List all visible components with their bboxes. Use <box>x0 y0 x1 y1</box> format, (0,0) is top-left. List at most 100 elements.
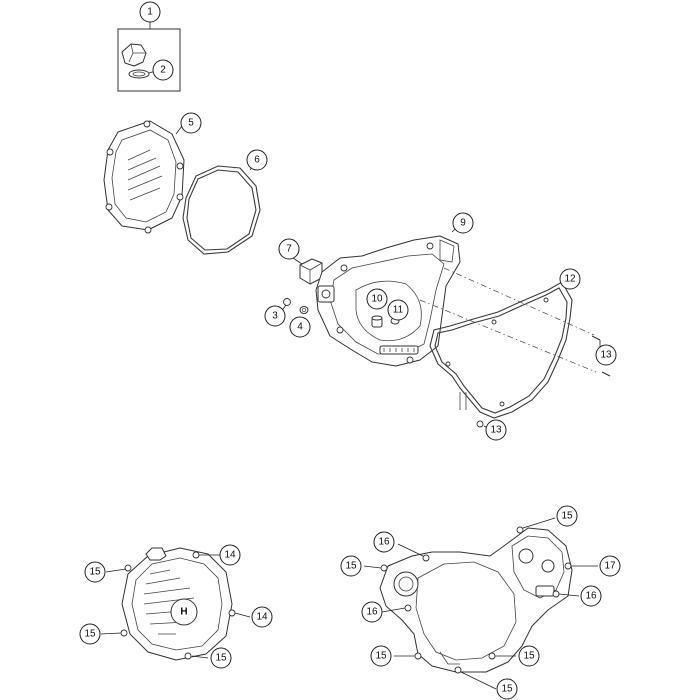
callout-c13b: 13 <box>485 419 507 441</box>
callout-circle <box>84 561 106 583</box>
washer-part-4 <box>299 306 309 314</box>
callout-number: 11 <box>393 305 404 316</box>
callout-number: 5 <box>188 118 194 129</box>
callout-c3: 3 <box>264 305 286 327</box>
callout-circle <box>595 344 617 366</box>
inner-cover-gasket-part <box>429 279 573 419</box>
callout-circle <box>485 419 507 441</box>
callout-circle <box>210 647 232 669</box>
callout-c15d: 15 <box>340 555 362 577</box>
callout-circle <box>180 112 202 134</box>
callout-number: 16 <box>378 537 390 548</box>
callout-number: 17 <box>604 561 616 572</box>
outer-clutch-cover-part <box>103 120 185 234</box>
callout-circle <box>452 212 474 234</box>
callout-circle <box>219 544 241 566</box>
callout-c7: 7 <box>278 238 300 260</box>
callout-c4: 4 <box>289 316 311 338</box>
clutch-cover-gasket-part <box>182 160 261 255</box>
leader-lines <box>100 517 598 690</box>
callout-circle <box>496 678 518 700</box>
callout-c16c: 16 <box>580 585 602 607</box>
callout-circle <box>340 555 362 577</box>
callout-c13a: 13 <box>595 344 617 366</box>
callout-circle <box>246 149 268 171</box>
assembled-clutch-cover: H <box>120 547 236 661</box>
callout-c14a: 14 <box>219 544 241 566</box>
callout-number: 3 <box>272 311 278 322</box>
callout-number: 15 <box>523 651 535 662</box>
callout-c5: 5 <box>180 112 202 134</box>
callout-number: 1 <box>147 7 153 18</box>
callout-number: 15 <box>501 684 513 695</box>
callout-number: 4 <box>297 322 303 333</box>
assembled-engine-case <box>379 526 573 674</box>
plug-part-10 <box>371 315 383 328</box>
inner-clutch-cover-part <box>315 225 461 367</box>
kit-frame <box>117 28 181 92</box>
screw-part-13-b <box>601 371 611 377</box>
callout-circle <box>387 299 409 321</box>
callout-c15f: 15 <box>518 645 540 667</box>
callout-c15c: 15 <box>210 647 232 669</box>
callout-c12: 12 <box>559 268 581 290</box>
callout-circle <box>559 268 581 290</box>
callout-circle <box>251 606 273 628</box>
callout-circle <box>366 288 388 310</box>
callout-c15g: 15 <box>496 678 518 700</box>
callout-circle <box>79 623 101 645</box>
callout-circle <box>139 1 161 23</box>
housing-part-7 <box>289 255 323 285</box>
callout-number: 13 <box>490 425 502 436</box>
callout-number: 15 <box>561 511 573 522</box>
callout-c2: 2 <box>152 59 174 81</box>
callout-c15a: 15 <box>84 561 106 583</box>
callout-number: 15 <box>345 561 357 572</box>
callout-c9: 9 <box>452 212 474 234</box>
callout-c10: 10 <box>366 288 388 310</box>
callout-number: 15 <box>215 653 227 664</box>
callout-c11: 11 <box>387 299 409 321</box>
callout-circle <box>518 645 540 667</box>
o-ring-part <box>128 69 150 79</box>
callout-number: 2 <box>160 65 166 76</box>
callout-circle <box>278 238 300 260</box>
callout-c16a: 16 <box>373 531 395 553</box>
callout-c15b: 15 <box>79 623 101 645</box>
callout-c6: 6 <box>246 149 268 171</box>
callout-number: 16 <box>585 591 597 602</box>
callout-number: 15 <box>84 629 96 640</box>
callout-number: 14 <box>224 550 236 561</box>
callout-number: 16 <box>366 607 378 618</box>
callout-circle <box>264 305 286 327</box>
filler-plug-part <box>121 43 147 67</box>
callout-number: 7 <box>286 244 292 255</box>
logo-letter: H <box>180 607 187 618</box>
callout-circle <box>373 531 395 553</box>
callout-c15h: 15 <box>556 505 578 527</box>
callout-circle <box>370 645 392 667</box>
screw-part-13-a <box>591 335 601 348</box>
filler-plug-kit <box>117 19 181 92</box>
callout-circle <box>599 555 621 577</box>
callout-c14b: 14 <box>251 606 273 628</box>
callout-c16b: 16 <box>361 601 383 623</box>
callout-c17: 17 <box>599 555 621 577</box>
callout-number: 15 <box>89 567 101 578</box>
callout-circle <box>556 505 578 527</box>
callout-c1: 1 <box>139 1 161 23</box>
callout-circle <box>152 59 174 81</box>
callout-number: 9 <box>460 218 466 229</box>
callout-number: 14 <box>256 612 268 623</box>
callout-circle <box>289 316 311 338</box>
callout-number: 10 <box>371 294 383 305</box>
callout-number: 15 <box>375 651 387 662</box>
callout-circle <box>361 601 383 623</box>
callout-number: 12 <box>564 274 576 285</box>
callout-circle <box>580 585 602 607</box>
callout-number: 6 <box>254 155 260 166</box>
callout-c15e: 15 <box>370 645 392 667</box>
callout-number: 13 <box>600 350 612 361</box>
